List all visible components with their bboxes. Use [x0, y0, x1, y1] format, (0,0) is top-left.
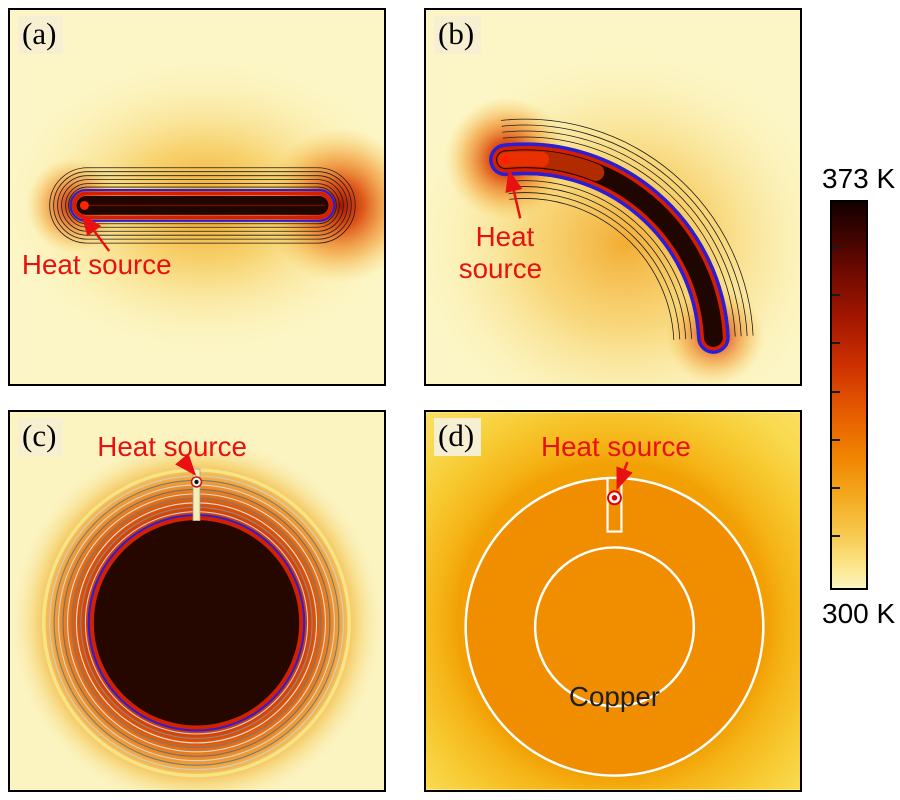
panel-b-annotation-arrow: [505, 169, 523, 219]
panel-a-conductor-outline-blue: [69, 188, 336, 222]
panel-d-inner-boundary: [533, 546, 696, 708]
panel-d-annotation-arrow: [616, 461, 633, 491]
panel-d-letter: (d): [434, 418, 482, 456]
panel-d-heat-source-dot: [611, 495, 618, 501]
panel-c-notch: [192, 468, 201, 521]
colorbar-tick: [832, 391, 840, 393]
panel-a-heat-source-dot: [79, 200, 89, 210]
panel-b-contour-lines: [500, 118, 754, 340]
colorbar-min-label: 300 K: [822, 598, 896, 629]
panel-b: Heat source (b): [424, 8, 802, 386]
panel-c-heat-source-dot: [194, 479, 199, 485]
panel-b-heat-label-line2: source: [459, 253, 542, 284]
panel-d-heatmap: Heat source Copper: [426, 412, 800, 790]
panel-d: Heat source Copper (d): [424, 410, 802, 792]
panel-c-letter: (c): [18, 418, 64, 456]
panel-a-contour-lines: [49, 167, 356, 244]
panel-b-heat-source-dot: [500, 155, 510, 165]
panel-b-letter: (b): [434, 16, 482, 54]
panel-a: Heat source (a): [8, 8, 386, 386]
colorbar-tick: [832, 342, 840, 344]
colorbar-tick: [832, 246, 840, 248]
colorbar-tick: [832, 487, 840, 489]
panel-c-annotation-arrow: [175, 453, 197, 476]
panel-a-heat-source-label: Heat source: [22, 249, 172, 280]
panel-c: Heat source (c): [8, 410, 386, 792]
panel-a-hot-shell: [72, 191, 333, 220]
colorbar-tick: [832, 535, 840, 537]
panel-a-heatmap: Heat source: [10, 10, 384, 384]
colorbar-tick: [832, 294, 840, 296]
panel-b-hot-tip: [498, 151, 550, 168]
panel-a-annotation-arrow: [80, 213, 111, 252]
panel-b-heatmap: Heat source: [426, 10, 800, 384]
panel-d-material-label: Copper: [569, 681, 660, 712]
colorbar-max-label: 373 K: [822, 163, 896, 194]
panel-c-core-disc: [93, 520, 300, 726]
panel-d-heat-source-label: Heat source: [541, 431, 691, 462]
colorbar: [830, 200, 868, 590]
colorbar-tick: [832, 439, 840, 441]
panel-c-heatmap: Heat source: [10, 412, 384, 790]
panel-b-heat-label-line1: Heat: [476, 221, 535, 252]
panel-a-letter: (a): [18, 16, 64, 54]
panel-c-heat-source-label: Heat source: [97, 431, 247, 462]
